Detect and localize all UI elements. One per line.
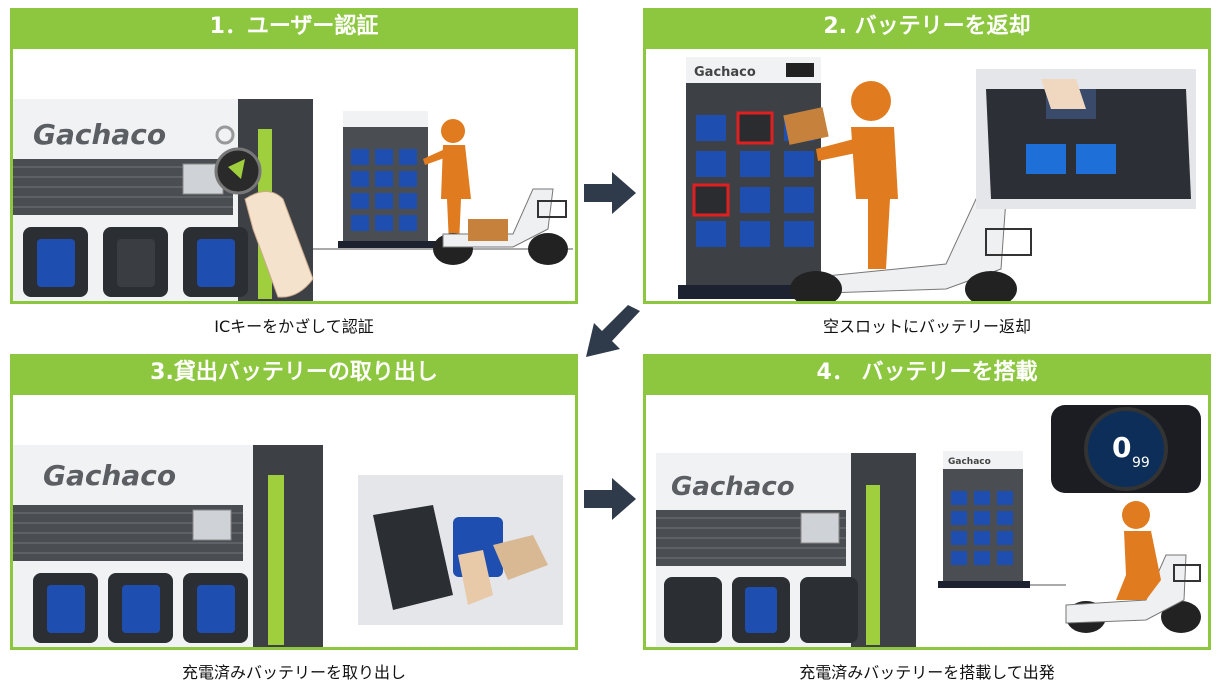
step2-caption: 空スロットにバッテリー返却 [822,317,1031,336]
step4-caption: 充電済みバッテリーを搭載して出発 [799,663,1055,682]
step3-panel: Gachaco [10,392,578,650]
step1-title: 1．ユーザー認証 [10,8,578,48]
meter-speed: 0 [1112,431,1131,464]
step2-title: 2. バッテリーを返却 [643,8,1211,48]
step3-title: 3.貸出バッテリーの取り出し [10,354,578,394]
step1-panel: Gachaco [10,46,578,304]
step1-illustration: Gachaco [13,99,573,301]
step1-caption: ICキーをかざして認証 [214,317,374,336]
step4-small-brand: Gachaco [948,457,991,467]
step2-panel: Gachaco [643,46,1211,304]
step3-brand-logo: Gachaco [43,459,176,492]
step2-illustration: Gachaco [678,57,1196,301]
step1-brand-logo: Gachaco [33,118,166,151]
step2-brand-logo: Gachaco [694,65,756,80]
step4-title: 4． バッテリーを搭載 [643,354,1211,394]
step4-panel: Gachaco Gachaco 0 99 [643,392,1211,650]
arrow-right-icon [582,170,638,216]
step4-brand-logo: Gachaco [671,472,795,502]
step3-illustration: Gachaco [13,445,563,647]
arrow-down-left-icon [580,305,644,361]
step4-illustration: Gachaco Gachaco 0 99 [656,405,1201,647]
meter-level: 99 [1132,455,1150,471]
step3-caption: 充電済みバッテリーを取り出し [181,663,406,682]
arrow-right-icon-2 [582,476,638,522]
